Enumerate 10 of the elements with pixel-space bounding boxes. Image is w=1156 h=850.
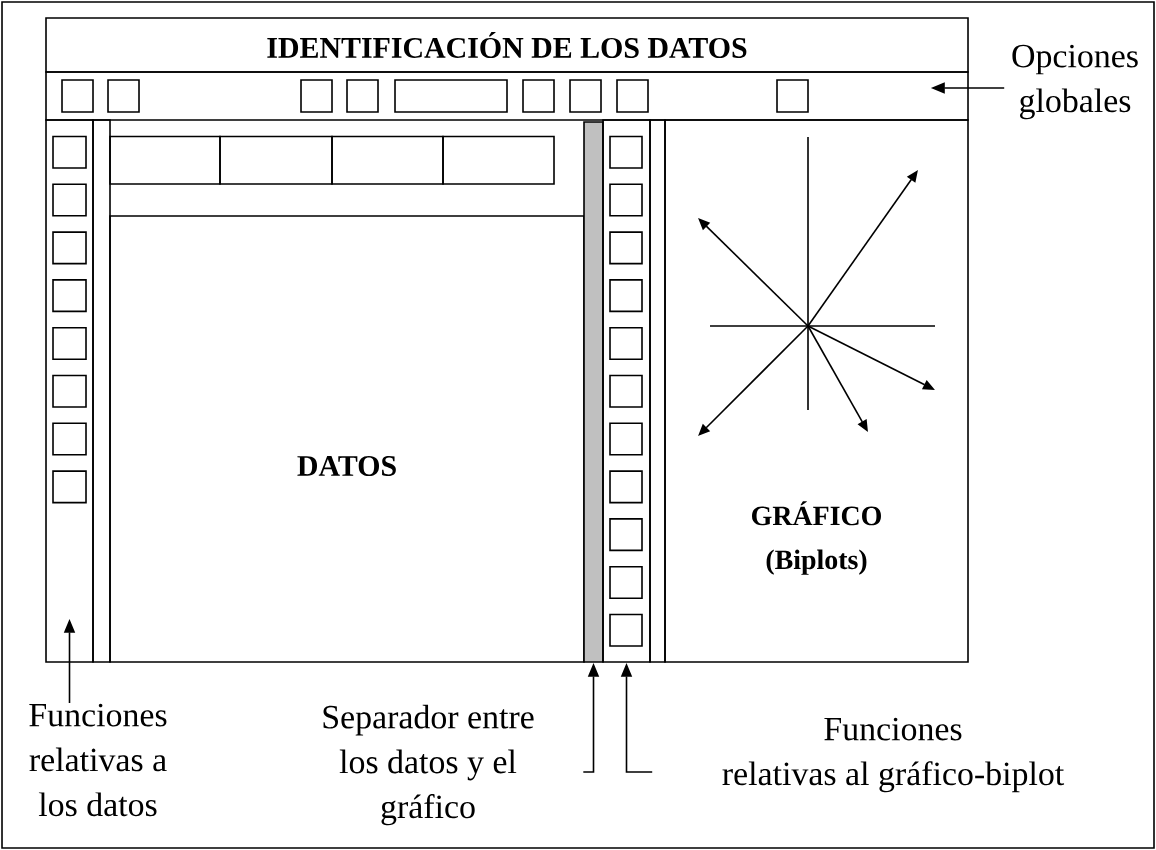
title-bar: IDENTIFICACIÓN DE LOS DATOS [45, 17, 969, 73]
separator-bar [583, 121, 604, 663]
function-column [45, 119, 94, 663]
annotation-text: Funciones relativas al gráfico-biplot [722, 717, 1065, 793]
annotation-text: Opciones globales [1012, 44, 1138, 120]
annotation-text: Funciones relativas a los datos [29, 703, 167, 817]
annotation-text: Separador entre los datos y el gráfico [323, 704, 534, 826]
function-column [602, 119, 651, 663]
graph-panel: GRÁFICO (Biplots) [664, 119, 969, 663]
toolbar [45, 71, 969, 121]
